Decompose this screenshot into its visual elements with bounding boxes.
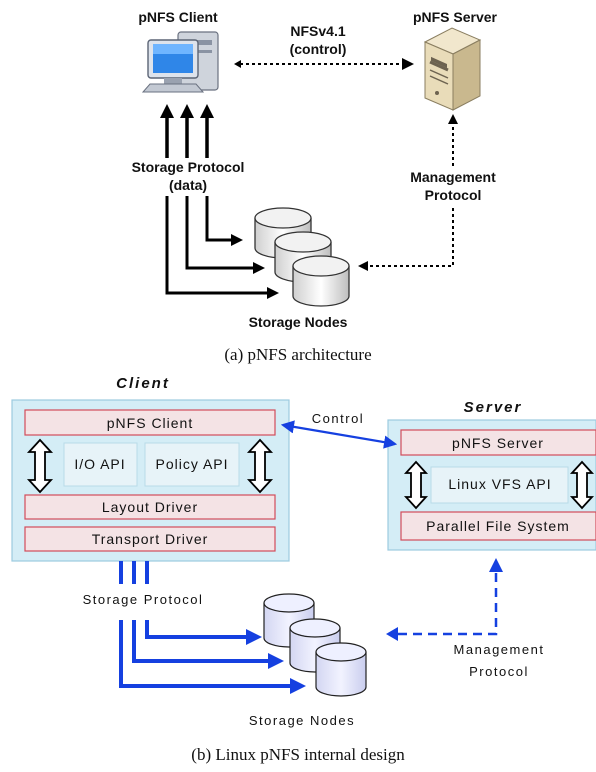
management-label: Management	[410, 169, 496, 185]
control-arrow-b	[280, 420, 398, 449]
parallel-fs-label: Parallel File System	[426, 518, 570, 534]
nfs-version-label: NFSv4.1	[290, 23, 345, 39]
data-label: (data)	[169, 177, 207, 193]
storage-node-cylinders-b	[263, 593, 367, 697]
pnfs-client-label: pNFS Client	[138, 9, 218, 25]
control-arrow-head	[234, 60, 241, 68]
client-computer-icon	[141, 31, 219, 93]
parallel-fs-box	[400, 511, 596, 541]
server-tower-icon	[423, 27, 482, 111]
server-title: Server	[464, 399, 523, 416]
control-label-b: Control	[312, 411, 364, 426]
management-label-b: Management	[454, 642, 545, 657]
mgmt-arrow-b	[396, 573, 498, 636]
vfs-api-box	[430, 466, 569, 504]
transport-driver-box	[24, 526, 276, 552]
io-api-box	[63, 442, 138, 487]
part-b-internal-design: Client Server pNFS Client I/O API Policy…	[11, 375, 596, 764]
storage-up-arrows-b	[119, 561, 149, 584]
io-api-label: I/O API	[74, 456, 125, 472]
mgmt-arrow-to-nodes	[366, 208, 454, 267]
pnfs-server-label: pNFS Server	[413, 9, 498, 25]
transport-driver-label: Transport Driver	[92, 531, 209, 547]
server-pnfs-label: pNFS Server	[452, 435, 544, 451]
client-policy-double-arrow	[246, 438, 274, 494]
layout-driver-label: Layout Driver	[102, 499, 198, 515]
storage-node-cylinders	[254, 207, 350, 307]
storage-up-arrows	[160, 104, 214, 158]
vfs-api-label: Linux VFS API	[448, 476, 551, 492]
server-vfs-double-arrow-right	[569, 460, 595, 510]
part-a-architecture: pNFS Client pNFS Server NFSv4.1 (contr	[132, 9, 498, 364]
layout-driver-box	[24, 494, 276, 520]
policy-api-box	[144, 442, 240, 487]
storage-data-arrows-b	[119, 620, 290, 688]
management-protocol-label-b: Protocol	[469, 664, 529, 679]
client-pnfs-box	[24, 409, 276, 436]
client-pnfs-label: pNFS Client	[107, 415, 193, 431]
storage-data-arrows	[165, 196, 268, 295]
server-vfs-double-arrow-left	[403, 460, 429, 510]
storage-nodes-label-b: Storage Nodes	[249, 713, 355, 728]
caption-b: (b) Linux pNFS internal design	[191, 745, 405, 764]
storage-nodes-label: Storage Nodes	[249, 314, 348, 330]
client-title: Client	[116, 375, 170, 392]
server-pnfs-box	[400, 429, 596, 456]
storage-protocol-label-b: Storage Protocol	[83, 592, 204, 607]
client-io-double-arrow	[26, 438, 54, 494]
management-protocol-label: Protocol	[425, 187, 482, 203]
policy-api-label: Policy API	[155, 456, 228, 472]
caption-a: (a) pNFS architecture	[224, 345, 371, 364]
storage-protocol-label: Storage Protocol	[132, 159, 245, 175]
control-label: (control)	[290, 41, 347, 57]
